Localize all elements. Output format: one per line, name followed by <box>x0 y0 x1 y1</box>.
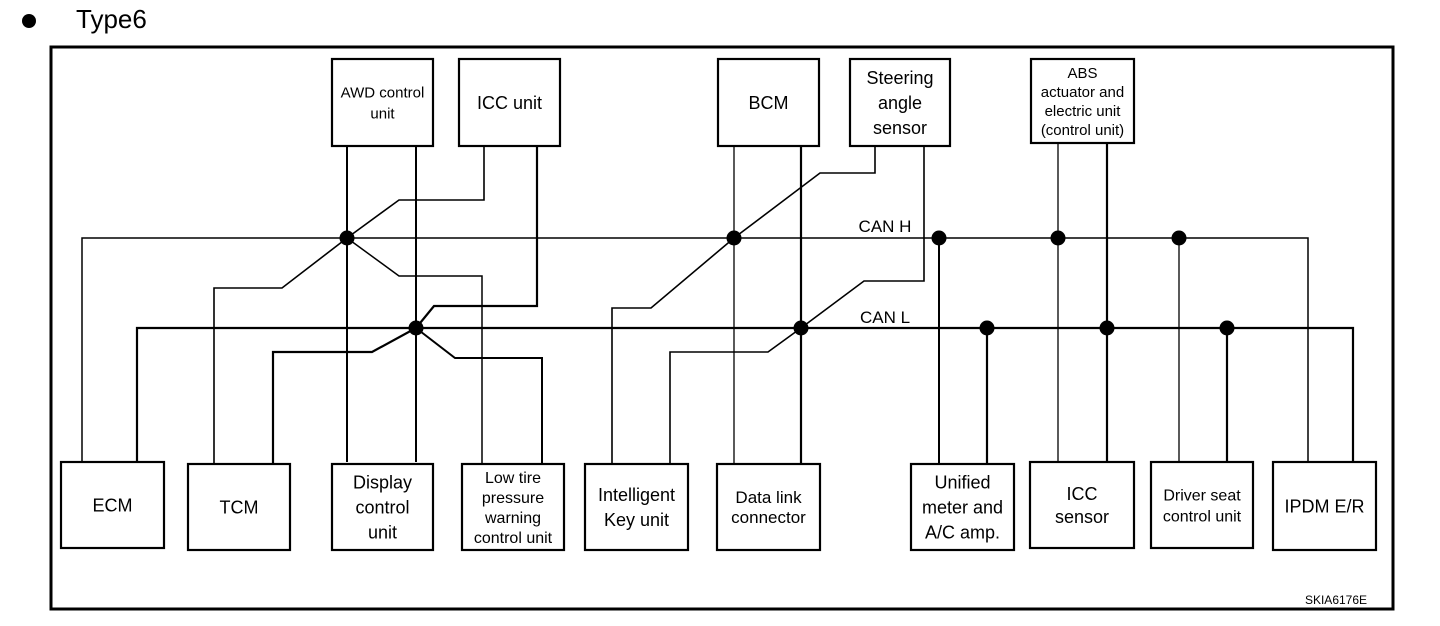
unit-steering: Steering angle sensor <box>848 57 952 148</box>
unit-icc-unit: ICC unit <box>457 57 562 148</box>
unit-label-line: angle <box>878 93 922 113</box>
unit-ipdm: IPDM E/R <box>1271 460 1378 552</box>
unit-box <box>909 462 1016 552</box>
unit-label-line: ICC unit <box>477 93 542 113</box>
unit-label-line: electric unit <box>1045 103 1122 120</box>
unit-box <box>457 57 562 148</box>
unit-label-line: Display <box>353 472 412 492</box>
unit-box <box>716 57 821 148</box>
unit-display: Display control unit <box>330 462 435 552</box>
unit-driver-seat: Driver seat control unit <box>1149 460 1255 550</box>
unit-label-line: Steering <box>866 68 933 88</box>
can-l-label: CAN L <box>860 308 910 327</box>
figure-code: SKIA6176E <box>1305 593 1367 607</box>
unit-label-line: control unit <box>474 530 553 547</box>
unit-box <box>460 462 566 552</box>
unit-label-line: ECM <box>93 495 133 515</box>
unit-label-line: pressure <box>482 490 544 507</box>
unit-label-line: control <box>355 497 409 517</box>
unit-label-line: Unified <box>934 472 990 492</box>
unit-box <box>330 462 435 552</box>
unit-label-line: BCM <box>749 93 789 113</box>
unit-box <box>330 57 435 148</box>
junction-dot <box>1050 230 1066 246</box>
wire <box>415 146 539 329</box>
diagram-frame <box>49 45 1395 611</box>
unit-label-line: actuator and <box>1041 84 1124 101</box>
junction-dot <box>1099 320 1115 336</box>
unit-box <box>1149 460 1255 550</box>
wire <box>346 146 485 239</box>
unit-box <box>715 462 822 552</box>
unit-label-line: sensor <box>873 118 927 138</box>
unit-ecm: ECM <box>59 460 166 550</box>
unit-bcm: BCM <box>716 57 821 148</box>
wire <box>669 146 925 464</box>
wire <box>271 327 417 464</box>
unit-label-line: meter and <box>922 497 1003 517</box>
unit-box <box>1028 460 1136 550</box>
unit-box <box>848 57 952 148</box>
unit-label-line: control unit <box>1163 508 1242 525</box>
junction-dot <box>1219 320 1235 336</box>
unit-abs: ABS actuator and electric unit (control uni… <box>1029 57 1136 145</box>
junction-dot <box>1171 230 1187 246</box>
unit-label-line: ICC <box>1067 484 1098 504</box>
unit-low-tire: Low tire pressure warning control unit <box>460 462 566 552</box>
unit-tcm: TCM <box>186 462 292 552</box>
unit-label-line: unit <box>368 522 397 542</box>
junction-dot <box>931 230 947 246</box>
diagram-heading: Type6 <box>76 4 147 34</box>
unit-label-line: AWD control <box>341 84 425 101</box>
unit-label-line: Low tire <box>485 470 541 487</box>
unit-label-line: Driver seat <box>1163 487 1241 504</box>
junction-dot <box>339 230 355 246</box>
unit-label-line: warning <box>484 510 541 527</box>
wires <box>213 143 1229 464</box>
can-h-bus <box>81 237 1309 462</box>
unit-box <box>59 460 166 550</box>
unit-label-line: ABS <box>1067 65 1097 82</box>
junction-dot <box>979 320 995 336</box>
wire <box>611 146 876 464</box>
unit-label-line: TCM <box>220 497 259 517</box>
wire <box>213 237 348 464</box>
can-l-bus <box>135 326 1355 462</box>
unit-box <box>186 462 292 552</box>
junction-dot <box>793 320 809 336</box>
unit-icc-sensor: ICC sensor <box>1028 460 1136 550</box>
unit-label-line: A/C amp. <box>925 522 1000 542</box>
unit-label-line: (control unit) <box>1041 122 1124 139</box>
unit-label-line: unit <box>370 105 395 122</box>
wire <box>415 327 543 464</box>
unit-awd: AWD control unit <box>330 57 435 148</box>
unit-label-line: sensor <box>1055 507 1109 527</box>
unit-label-line: IPDM E/R <box>1284 496 1364 516</box>
junction-dot <box>726 230 742 246</box>
unit-label-line: Intelligent <box>598 485 675 505</box>
can-h-label: CAN H <box>859 217 912 236</box>
bullet-icon <box>22 14 36 28</box>
unit-label-line: Key unit <box>604 510 669 530</box>
unit-box <box>1271 460 1378 552</box>
unit-box <box>1029 57 1136 145</box>
unit-label-line: connector <box>731 508 806 527</box>
unit-box <box>583 462 690 552</box>
junctions <box>339 230 1235 336</box>
junction-dot <box>408 320 424 336</box>
wire <box>346 237 483 464</box>
unit-label-line: Data link <box>735 488 802 507</box>
